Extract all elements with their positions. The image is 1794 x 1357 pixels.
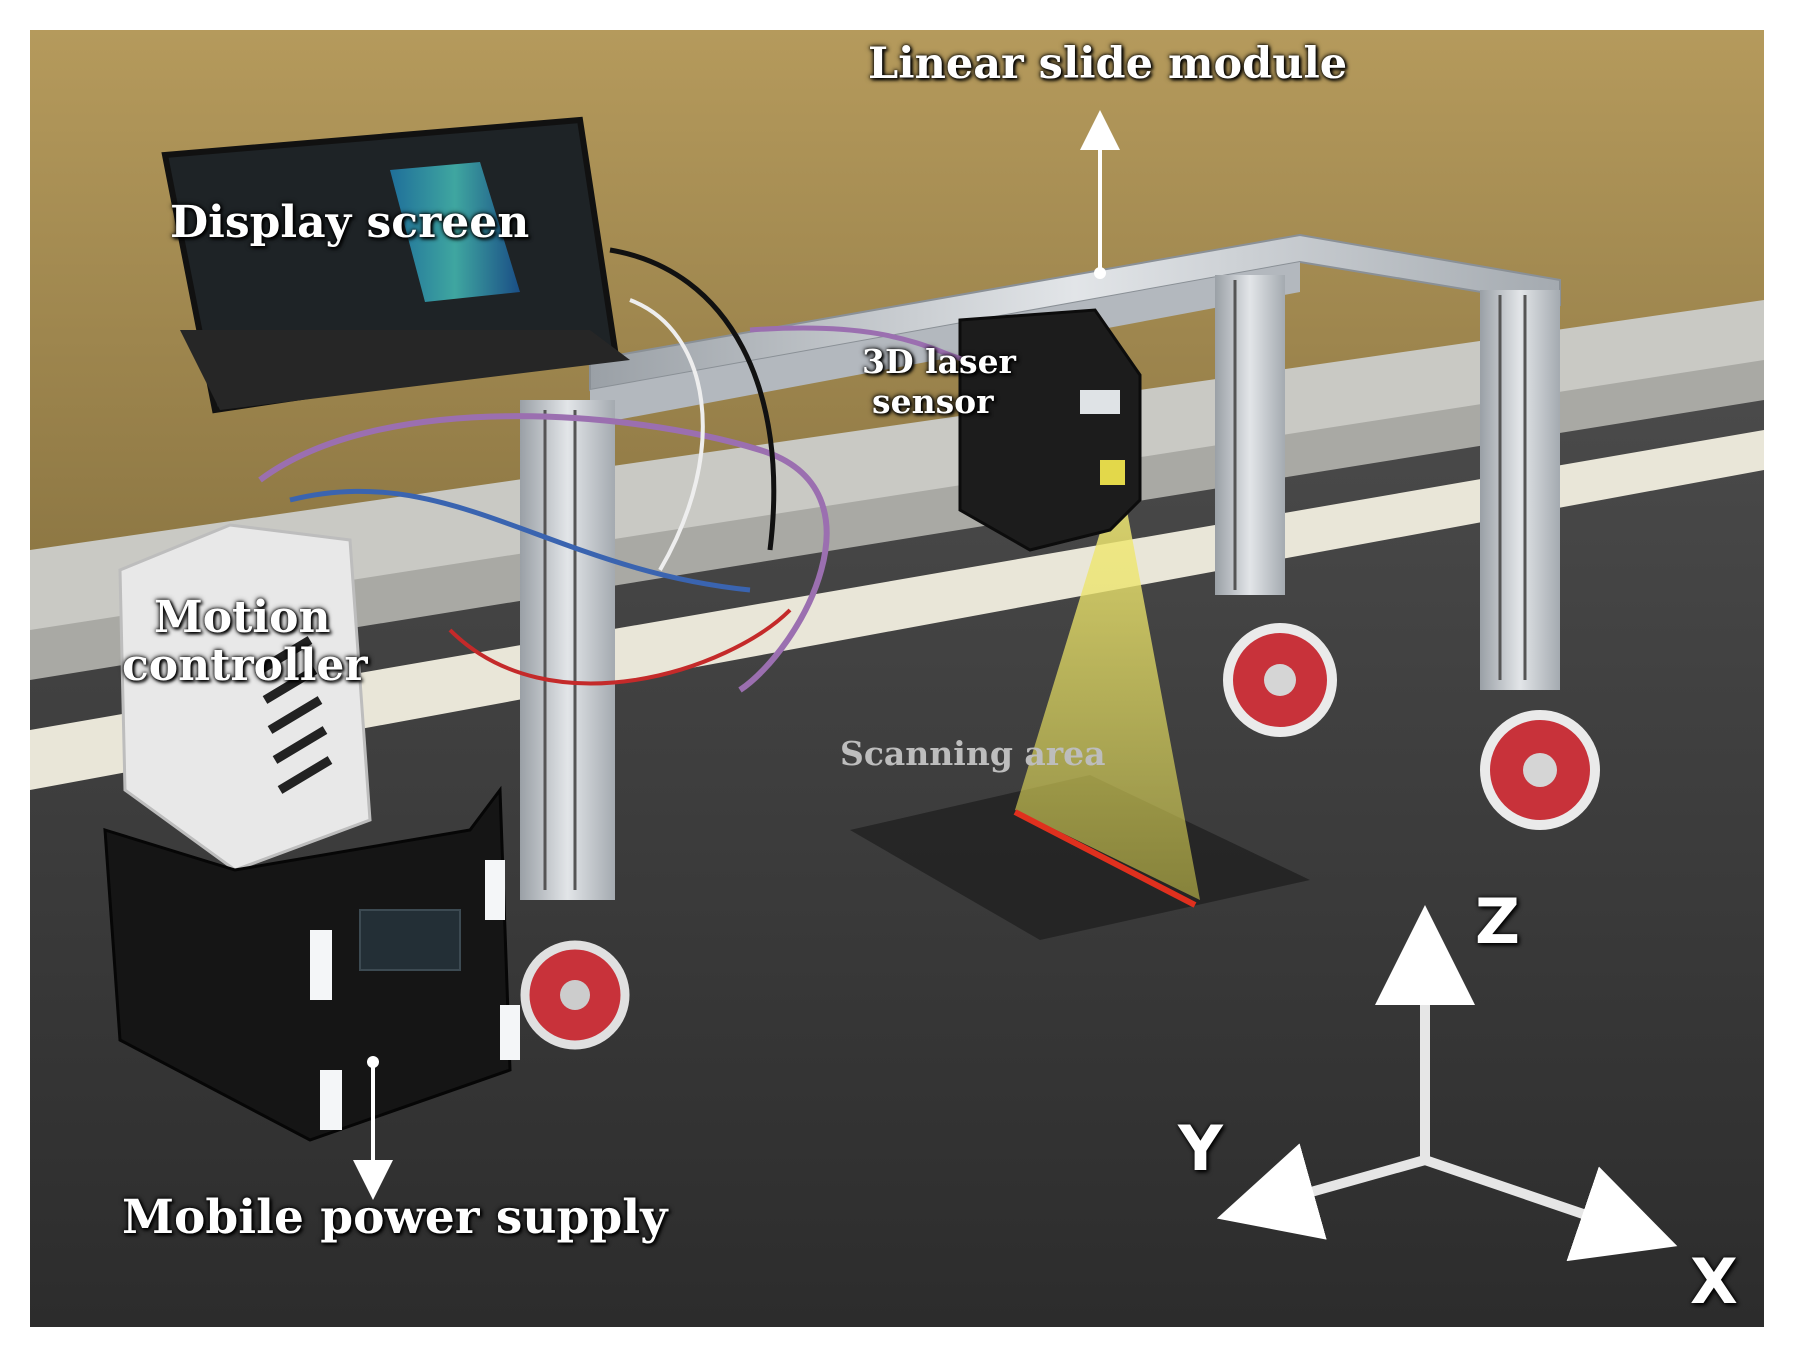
axis-label-x: X [1690, 1245, 1738, 1318]
frame-leg-right-back [1215, 275, 1285, 595]
label-motion-controller-line2: controller [122, 640, 368, 691]
screen-stand [180, 330, 630, 410]
x-axis [1423, 1155, 1678, 1262]
label-display-screen: Display screen [170, 197, 530, 248]
scene-illustration [30, 30, 1764, 1327]
wheel-hub [560, 980, 590, 1010]
label-mobile-power-supply: Mobile power supply [122, 1190, 668, 1245]
axis-label-y: Y [1178, 1112, 1223, 1185]
power-supply-box [103, 785, 512, 1142]
vent-slots [257, 636, 333, 794]
label-motion-controller-line1: Motion [154, 592, 331, 643]
label-scanning-area: Scanning area [840, 734, 1106, 773]
scanning-area-patch [850, 775, 1310, 940]
arrow-origin-dot [1094, 267, 1106, 279]
power-display [359, 909, 461, 971]
motion-controller-box [118, 523, 372, 872]
coordinate-axes [1216, 905, 1678, 1262]
axis-label-z: Z [1475, 885, 1520, 958]
laser-sensor-box [958, 308, 1142, 552]
arrow-origin-dot [367, 1056, 379, 1068]
frame-leg-right-front [1480, 290, 1560, 690]
curb-face [30, 360, 1764, 690]
power-light [485, 860, 505, 920]
cable-bundle [448, 608, 792, 686]
frame-post-left [520, 400, 615, 900]
photo: Linear slide module Display screen 3D la… [30, 30, 1764, 1327]
laser-beam [1015, 500, 1200, 900]
label-3d-laser-sensor-line1: 3D laser [862, 342, 1016, 381]
cable-bundle [289, 488, 751, 593]
wheel-hub [1264, 664, 1296, 696]
cable-bundle [609, 247, 777, 551]
power-light [500, 1005, 520, 1060]
power-light [310, 930, 332, 1000]
sensor-badge [1080, 390, 1120, 414]
asphalt-road [30, 400, 1764, 1327]
wheel-hub [1523, 753, 1557, 787]
sensor-window [1100, 460, 1125, 485]
screen-image [390, 162, 520, 302]
power-light [320, 1070, 342, 1130]
label-3d-laser-sensor-line2: sensor [872, 382, 994, 421]
cable-bundle [749, 325, 966, 363]
cable-bundle [258, 413, 830, 693]
lane-line [30, 430, 1764, 790]
cable-bundle [629, 298, 705, 572]
slide-rail-lower [590, 262, 1300, 425]
scan-line [1013, 809, 1197, 908]
y-axis [1216, 1143, 1427, 1240]
label-linear-slide-module: Linear slide module [868, 39, 1348, 89]
